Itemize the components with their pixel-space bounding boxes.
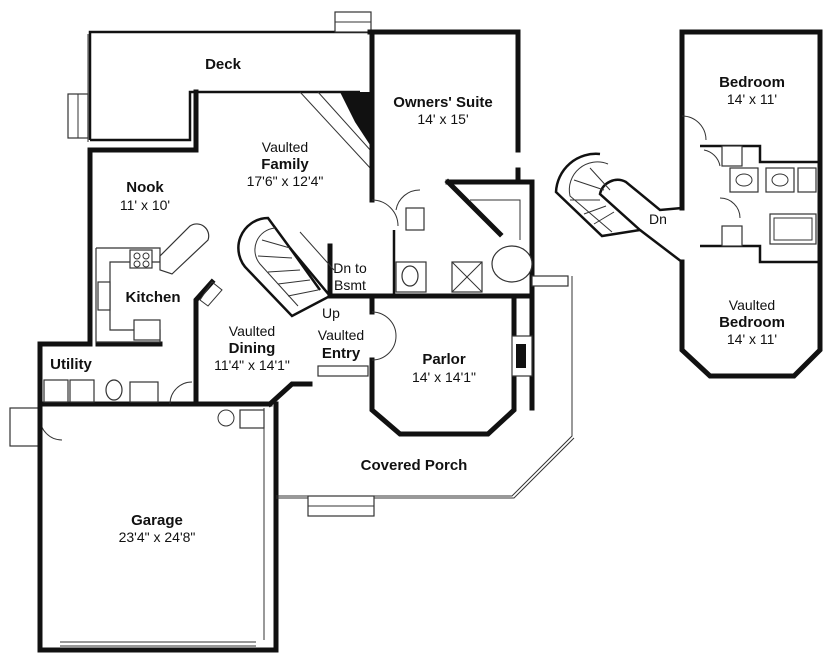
stair-labels: Dn to Bsmt Up Dn: [322, 211, 667, 321]
garage-walls: [9, 401, 279, 653]
garage-label: Garage: [131, 512, 183, 529]
owners-suite-dims: 14' x 15': [417, 111, 468, 127]
stair-up-label: Up: [322, 305, 340, 321]
utility-fixtures: [39, 379, 193, 441]
family-dims: 17'6" x 12'4": [247, 173, 324, 189]
nook-label: Nook: [126, 179, 164, 196]
stair-down-bsmt-line2: Bsmt: [334, 277, 366, 293]
room-labels: Deck Owners' Suite 14' x 15' Vaulted Fam…: [50, 56, 785, 545]
fireplace: [299, 91, 373, 171]
kitchen-fixtures: [95, 223, 210, 343]
bedroom-1-dims: 14' x 11': [727, 91, 777, 107]
family-prefix: Vaulted: [262, 139, 308, 155]
dining-prefix: Vaulted: [229, 323, 275, 339]
owners-suite-label: Owners' Suite: [393, 94, 492, 111]
kitchen-label: Kitchen: [125, 289, 180, 306]
bedroom-2-label: Bedroom: [719, 314, 785, 331]
deck-outline: [67, 11, 372, 142]
family-label: Family: [261, 156, 309, 173]
bedroom-2-dims: 14' x 11': [727, 331, 777, 347]
bedroom-1-label: Bedroom: [719, 74, 785, 91]
entry-prefix: Vaulted: [318, 327, 364, 343]
stair-down-bsmt-line1: Dn to: [333, 260, 367, 276]
parlor-fireplace: [511, 335, 533, 377]
parlor-label: Parlor: [422, 351, 466, 368]
covered-porch-label: Covered Porch: [361, 457, 468, 474]
deck-label: Deck: [205, 56, 242, 73]
nook-dims: 11' x 10': [120, 197, 170, 213]
owners-bath: [371, 189, 533, 296]
dining-label: Dining: [229, 340, 276, 357]
upper-stair-down-label: Dn: [649, 211, 667, 227]
entry-label: Entry: [322, 345, 361, 362]
covered-porch-outline: [276, 275, 575, 517]
upper-floor: [554, 29, 823, 379]
parlor-dims: 14' x 14'1": [412, 369, 476, 385]
dining-dims: 11'4" x 14'1": [214, 357, 290, 373]
main-walls: [37, 29, 535, 437]
entry-door: [199, 281, 397, 377]
main-stairs: [237, 216, 375, 318]
bedroom-2-prefix: Vaulted: [729, 297, 775, 313]
garage-dims: 23'4" x 24'8": [119, 529, 196, 545]
utility-label: Utility: [50, 356, 92, 373]
